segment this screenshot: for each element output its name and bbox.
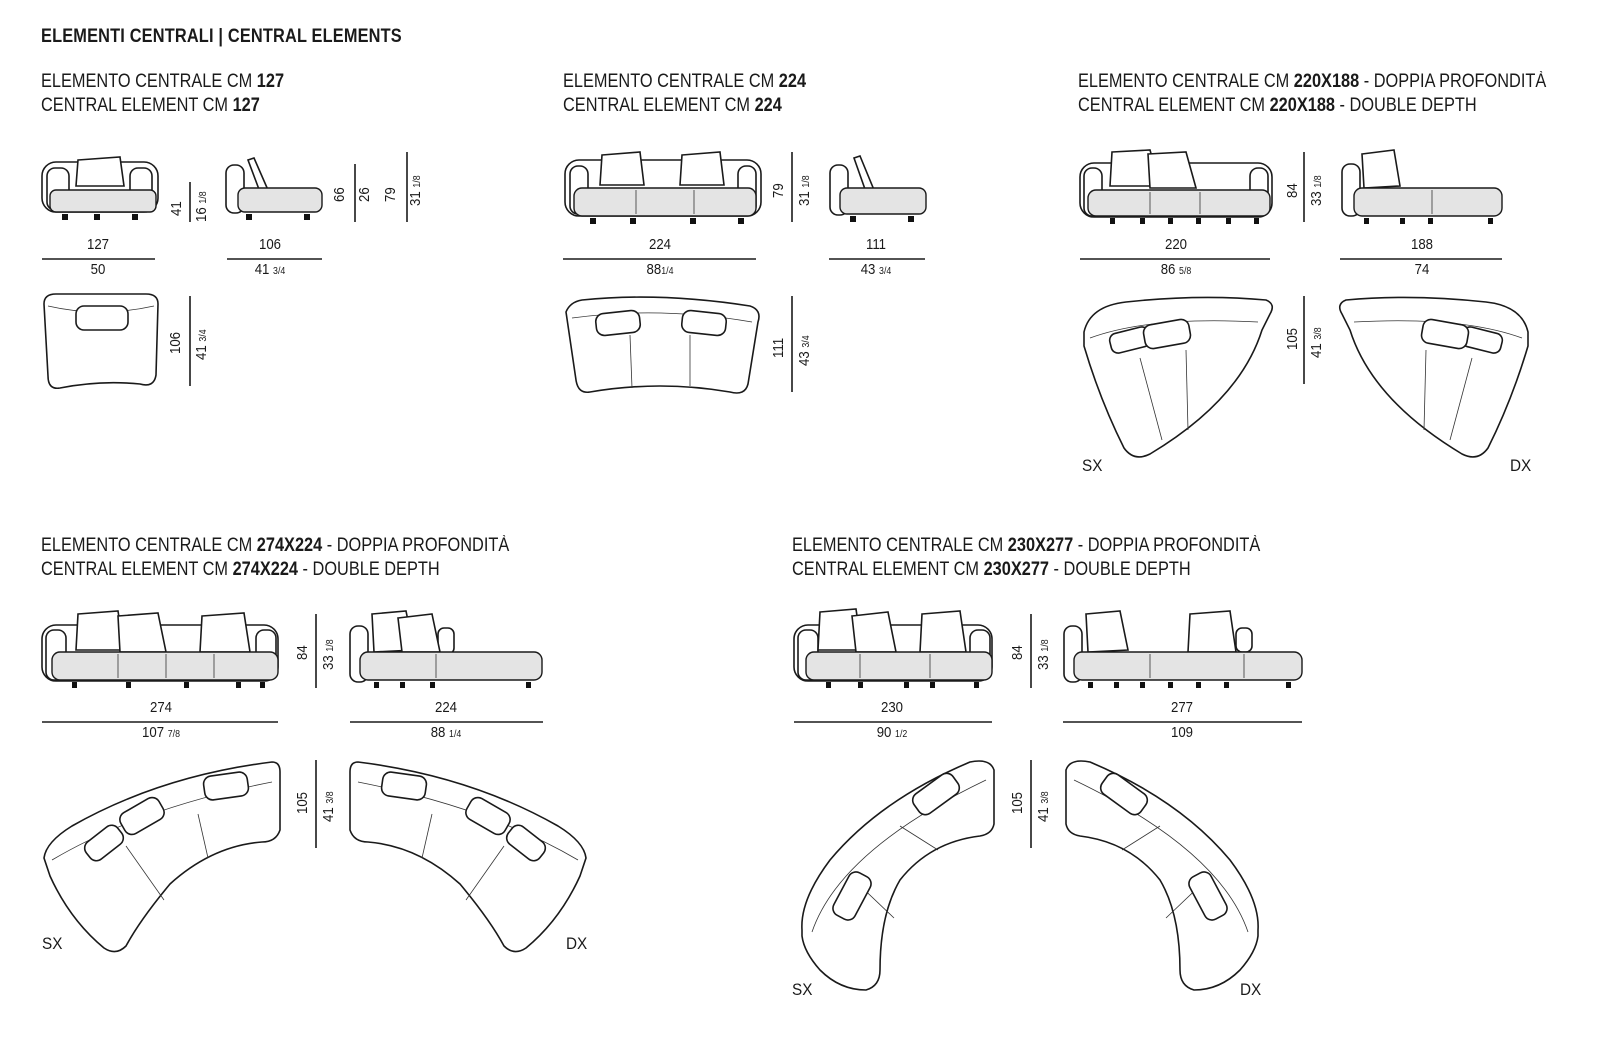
g1-heading-it: ELEMENTO CENTRALE CM 127 xyxy=(41,71,285,92)
g5-plan-depth-in: 41 3/8 xyxy=(1035,791,1052,822)
g2-back-height-in: 31 1/8 xyxy=(796,175,813,206)
g4-back-height-in: 33 1/8 xyxy=(320,639,337,670)
g1-plan-view xyxy=(43,293,159,390)
g4-sx-label: SX xyxy=(42,934,63,953)
g3-plan-depth-cm: 105 xyxy=(1284,327,1301,350)
g4-plan-depth-in: 41 3/8 xyxy=(320,791,337,822)
g3-side-view xyxy=(1341,149,1503,224)
g1-seat-height-in: 16 1/8 xyxy=(193,191,210,222)
g3-front-width-cm: 220 xyxy=(1164,236,1188,253)
g4-front-width-in: 107 7/8 xyxy=(142,724,180,741)
g5-side-view xyxy=(1063,610,1303,688)
g2-front-view xyxy=(564,151,762,224)
g1-back-height-in: 31 1/8 xyxy=(407,175,424,206)
g2-front-width-cm: 224 xyxy=(648,236,672,253)
g2-side-width-cm: 111 xyxy=(865,236,887,253)
g1-side-width-cm: 106 xyxy=(258,236,282,253)
g4-heading-it: ELEMENTO CENTRALE CM 274X224 - DOPPIA PR… xyxy=(41,535,510,556)
g1-back-height-cm: 79 xyxy=(382,187,399,202)
g3-back-height-cm: 84 xyxy=(1284,183,1301,198)
g4-plan-depth-cm: 105 xyxy=(294,791,311,814)
g3-heading-it: ELEMENTO CENTRALE CM 220X188 - DOPPIA PR… xyxy=(1078,71,1547,92)
g5-plan-sx xyxy=(801,760,995,991)
g3-plan-sx xyxy=(1083,296,1274,458)
g4-plan-dx xyxy=(349,761,587,953)
g5-front-view xyxy=(793,608,993,688)
g5-dx-label: DX xyxy=(1240,980,1262,999)
g5-plan-depth-cm: 105 xyxy=(1009,791,1026,814)
g5-side-width-cm: 277 xyxy=(1170,699,1194,716)
g1-plan-depth-in: 41 3/4 xyxy=(193,329,210,360)
g2-side-view xyxy=(829,155,927,222)
g5-side-width-in: 109 xyxy=(1170,724,1194,741)
g1-front-width-in: 50 xyxy=(90,261,106,278)
g5-front-width-in: 90 1/2 xyxy=(876,724,908,741)
g1-plan-depth-cm: 106 xyxy=(167,331,184,354)
g4-front-width-cm: 274 xyxy=(149,699,173,716)
g5-back-height-cm: 84 xyxy=(1009,645,1026,660)
g4-front-view xyxy=(41,610,279,688)
g3-plan-dx xyxy=(1338,296,1529,458)
page-title: ELEMENTI CENTRALI | CENTRAL ELEMENTS xyxy=(41,26,402,47)
g2-front-width-in: 881/4 xyxy=(646,261,674,278)
g3-side-width-cm: 188 xyxy=(1410,236,1434,253)
g1-heading-en: CENTRAL ELEMENT CM 127 xyxy=(41,95,260,116)
g3-dx-label: DX xyxy=(1510,456,1532,475)
g3-front-view xyxy=(1079,149,1273,224)
g1-arm-height-cm: 66 xyxy=(331,187,348,202)
g3-back-height-in: 33 1/8 xyxy=(1308,175,1325,206)
g1-seat-height-cm: 41 xyxy=(168,201,185,216)
g2-heading-it: ELEMENTO CENTRALE CM 224 xyxy=(563,71,807,92)
g5-heading-it: ELEMENTO CENTRALE CM 230X277 - DOPPIA PR… xyxy=(792,535,1261,556)
g3-sx-label: SX xyxy=(1082,456,1103,475)
g5-front-width-cm: 230 xyxy=(880,699,904,716)
g5-back-height-in: 33 1/8 xyxy=(1035,639,1052,670)
g4-side-width-cm: 224 xyxy=(434,699,458,716)
g1-side-width-in: 41 3/4 xyxy=(254,261,286,278)
g4-back-height-cm: 84 xyxy=(294,645,311,660)
g3-front-width-in: 86 5/8 xyxy=(1160,261,1192,278)
g3-heading-en: CENTRAL ELEMENT CM 220X188 - DOUBLE DEPT… xyxy=(1078,95,1477,116)
g2-plan-view xyxy=(565,296,760,394)
g4-dx-label: DX xyxy=(566,934,588,953)
g2-plan-depth-cm: 111 xyxy=(770,337,787,358)
g5-heading-en: CENTRAL ELEMENT CM 230X277 - DOUBLE DEPT… xyxy=(792,559,1191,580)
g2-heading-en: CENTRAL ELEMENT CM 224 xyxy=(563,95,782,116)
g1-front-view xyxy=(41,156,159,220)
g1-arm-height-in: 26 xyxy=(356,187,373,202)
g5-sx-label: SX xyxy=(792,980,813,999)
g2-plan-depth-in: 43 3/4 xyxy=(796,335,813,366)
g3-plan-depth-in: 41 3/8 xyxy=(1308,327,1325,358)
g2-side-width-in: 43 3/4 xyxy=(860,261,892,278)
g3-side-width-in: 74 xyxy=(1414,261,1430,278)
g4-plan-sx xyxy=(43,761,281,953)
g1-side-view xyxy=(225,157,323,220)
g1-front-width-cm: 127 xyxy=(86,236,110,253)
g4-side-width-in: 88 1/4 xyxy=(430,724,462,741)
g2-back-height-cm: 79 xyxy=(770,183,787,198)
g5-plan-dx xyxy=(1065,760,1259,991)
g4-side-view xyxy=(349,610,543,688)
g4-heading-en: CENTRAL ELEMENT CM 274X224 - DOUBLE DEPT… xyxy=(41,559,440,580)
